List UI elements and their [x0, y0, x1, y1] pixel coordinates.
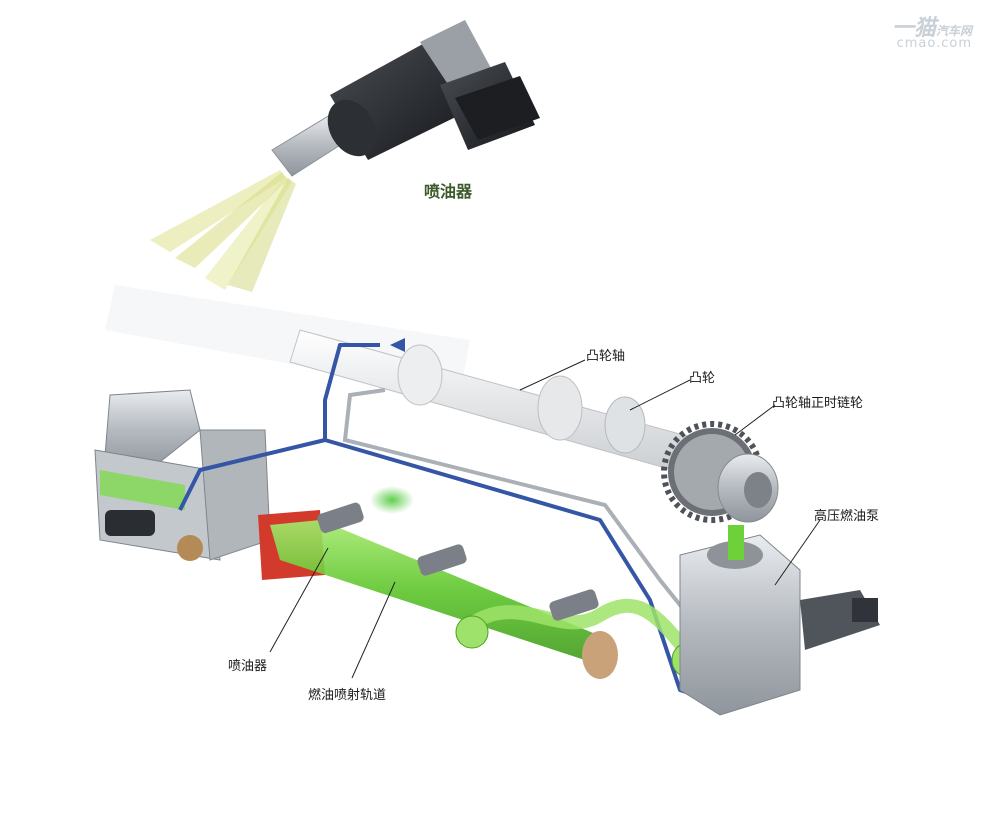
label-timing-sprocket: 凸轮轴正时链轮 — [772, 396, 864, 411]
label-injector-bottom: 喷油器 — [228, 659, 268, 674]
label-camshaft: 凸轮轴 — [586, 349, 626, 364]
label-cam: 凸轮 — [689, 371, 716, 386]
watermark-brand: 一猫汽车网 — [891, 16, 972, 41]
return-line — [342, 388, 702, 632]
timing-sprocket — [661, 421, 779, 523]
label-hp-pump: 高压燃油泵 — [814, 509, 880, 524]
rail-injectors — [317, 486, 599, 621]
label-injector-top: 喷油器 — [424, 182, 473, 201]
leader-lines — [269, 359, 821, 679]
fuel-rail — [270, 520, 709, 679]
high-pressure-pump — [679, 525, 880, 716]
label-fuel-rail: 燃油喷射轨道 — [308, 688, 387, 703]
fuel-spray — [150, 170, 296, 292]
watermark-domain: cmao.com — [896, 36, 972, 51]
top-injector — [150, 20, 540, 292]
camshaft — [289, 329, 721, 481]
